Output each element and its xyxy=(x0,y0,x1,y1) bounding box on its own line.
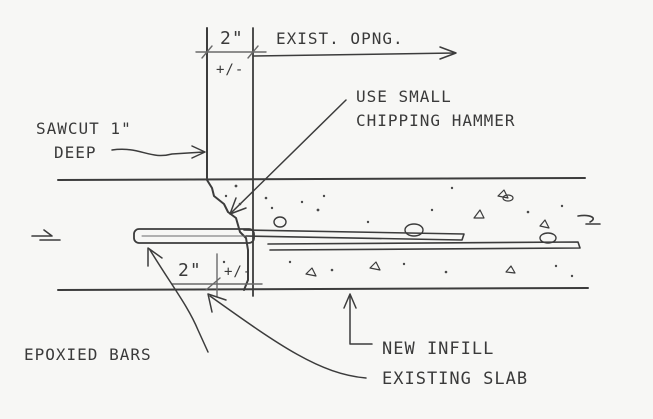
slab-bottom-line xyxy=(57,287,589,291)
right-break-line xyxy=(577,214,601,225)
new-infill-leader xyxy=(349,295,373,345)
hammer-leader xyxy=(231,99,347,213)
aggregate-dots xyxy=(222,184,574,278)
aggregate-1 xyxy=(273,216,287,228)
new-bar-bottom xyxy=(267,241,581,251)
sawcut-leader xyxy=(111,148,205,157)
epoxied-arrowhead xyxy=(147,247,163,267)
sawcut-label-2: DEEP xyxy=(54,143,97,162)
bottom-tolerance-label: +/- xyxy=(224,264,252,280)
new-bar-top xyxy=(243,229,465,241)
chipped-edge xyxy=(206,179,249,291)
sawcut-label-1: SAWCUT 1" xyxy=(36,119,132,138)
top-dimension-label: 2" xyxy=(220,28,244,49)
existing-slab-label: EXISTING SLAB xyxy=(382,369,528,389)
top-tolerance-label: +/- xyxy=(216,62,244,78)
epoxied-leader xyxy=(149,249,209,353)
exist-opening-arrow xyxy=(252,52,456,57)
aggregate-4 xyxy=(502,194,514,202)
top-dimension-ticks xyxy=(201,45,259,59)
new-infill-arrowhead xyxy=(343,293,357,309)
new-infill-label: NEW INFILL xyxy=(382,339,494,359)
aggregate-triangles xyxy=(305,189,550,277)
existing-slab-leader xyxy=(209,295,367,379)
epoxied-bars-label: EPOXIED BARS xyxy=(24,345,152,364)
chipping-hammer-label-1: USE SMALL xyxy=(356,87,452,106)
slab-top-line xyxy=(57,177,586,181)
aggregate-2 xyxy=(404,223,424,237)
left-break-line xyxy=(31,229,61,241)
exist-opening-arrowhead xyxy=(439,46,457,60)
existing-slab-arrowhead xyxy=(207,293,227,313)
hammer-arrowhead xyxy=(229,197,247,215)
chipping-hammer-label-2: CHIPPING HAMMER xyxy=(356,111,516,130)
aggregate-3 xyxy=(539,232,557,244)
bottom-dimension-ticks xyxy=(205,253,221,297)
sawcut-arrowhead xyxy=(191,145,206,159)
exist-opening-label: EXIST. OPNG. xyxy=(276,29,404,48)
bottom-dimension-label: 2" xyxy=(178,260,202,281)
